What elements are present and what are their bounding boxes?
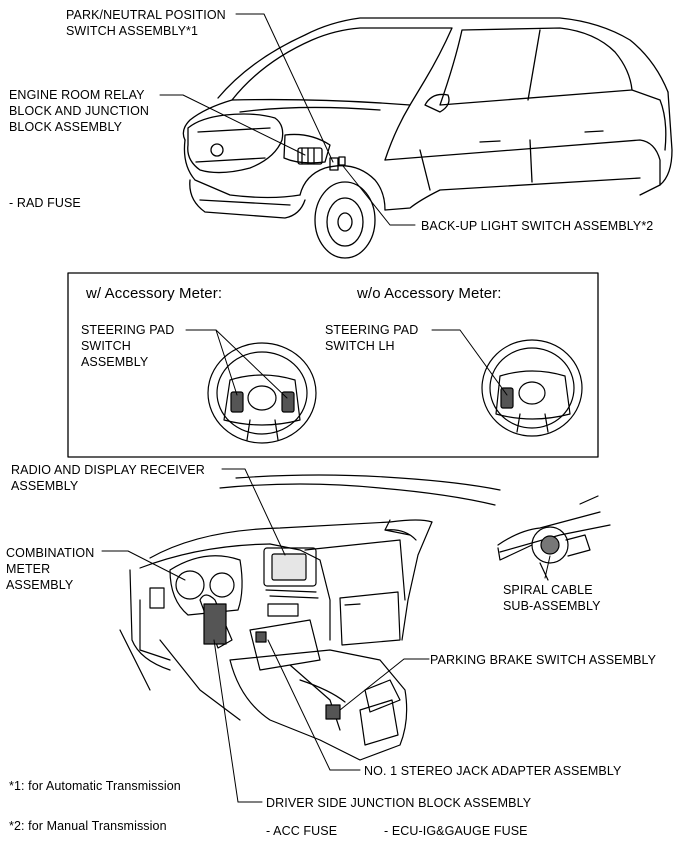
stereo-jack-adapter-label: NO. 1 STEREO JACK ADAPTER ASSEMBLY	[364, 764, 622, 778]
steering-wheel-with-meter	[207, 342, 317, 444]
park-neutral-switch-label: PARK/NEUTRAL POSITION SWITCH ASSEMBLY*1	[66, 8, 226, 38]
combination-meter-label: COMBINATION METER ASSEMBLY	[6, 546, 95, 592]
steering-wheel-without-meter	[481, 339, 583, 437]
vehicle-illustration	[182, 17, 673, 259]
steering-pad-switch-lh-label: STEERING PAD SWITCH LH	[325, 323, 419, 353]
footnote-manual-transmission: *2: for Manual Transmission	[9, 819, 167, 833]
driver-side-junction-block-label: DRIVER SIDE JUNCTION BLOCK ASSEMBLY	[266, 796, 532, 810]
without-accessory-meter-title: w/o Accessory Meter:	[357, 285, 502, 302]
engine-room-relay-label: ENGINE ROOM RELAY BLOCK AND JUNCTION BLO…	[9, 88, 150, 134]
accessory-meter-inset-frame	[67, 272, 599, 458]
panel-leader-lines	[101, 468, 551, 803]
vehicle-leader-lines	[159, 13, 416, 226]
acc-fuse-label: - ACC FUSE	[266, 824, 338, 838]
backup-light-switch-label: BACK-UP LIGHT SWITCH ASSEMBLY*2	[421, 219, 654, 233]
inset-leader-lines	[185, 329, 508, 399]
with-accessory-meter-title: w/ Accessory Meter:	[86, 285, 223, 302]
footnote-automatic-transmission: *1: for Automatic Transmission	[9, 779, 181, 793]
instrument-panel-illustration	[119, 474, 501, 761]
parking-brake-switch-label: PARKING BRAKE SWITCH ASSEMBLY	[430, 653, 657, 667]
steering-pad-switch-label: STEERING PAD SWITCH ASSEMBLY	[81, 323, 175, 369]
rad-fuse-label: - RAD FUSE	[9, 196, 81, 210]
radio-display-receiver-label: RADIO AND DISPLAY RECEIVER ASSEMBLY	[11, 463, 205, 493]
spiral-cable-label: SPIRAL CABLE SUB-ASSEMBLY	[503, 583, 601, 613]
spiral-cable-illustration	[497, 495, 611, 581]
ecu-ig-gauge-fuse-label: - ECU-IG&GAUGE FUSE	[384, 824, 528, 838]
